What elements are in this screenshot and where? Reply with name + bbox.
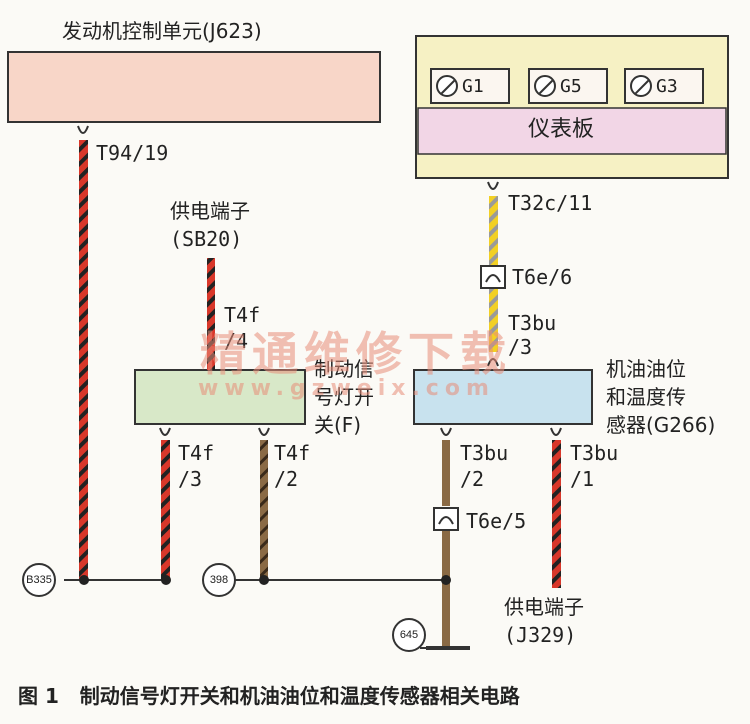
node-b335: B335 [22,563,56,597]
wire-t6e5-ground [442,530,450,648]
pin-connector [440,427,452,436]
node-398: 398 [202,563,236,597]
pin-connector [487,181,499,190]
wire-t32c11 [489,196,498,266]
pin-t3bu-3-line1: T3bu [508,311,557,335]
gauge-dial-icon [436,75,458,97]
connector-t6e5-label: T6e/5 [466,509,527,533]
wire-t3bu2 [442,440,450,506]
instrument-panel-band [417,107,727,155]
pin-connector [159,427,171,436]
gauge-label: G5 [560,75,582,97]
node-645: 645 [392,618,426,652]
brake-switch-label-3: 关(F) [314,413,362,437]
pin-t3bu-2-line1: T3bu [460,441,509,465]
pin-t94-19: T94/19 [96,141,169,165]
gauge-g1: G1 [430,68,510,104]
pin-connector [258,427,270,436]
pin-t4f-3-line1: T4f [178,441,215,465]
pin-t4f-3-line2: /3 [178,467,203,491]
gauge-g3: G3 [624,68,704,104]
wire-t3bu1 [552,440,561,588]
figure-caption: 图 1 制动信号灯开关和机油油位和温度传感器相关电路 [18,684,520,708]
gauge-dial-icon [534,75,556,97]
inline-connector-t6e6 [480,265,506,289]
junction-dot [79,575,89,585]
connector-t6e6-label: T6e/6 [512,265,573,289]
gauge-label: G3 [656,75,678,97]
wire-t4f3 [161,440,170,580]
sensor-box [413,369,593,425]
ecu-box [7,51,381,123]
power-sb20-label-2: (SB20) [170,227,243,251]
brake-switch-label-1: 制动信 [314,357,374,381]
brake-switch-label-2: 号灯开 [314,385,374,409]
brake-switch-box [134,369,306,425]
gauge-dial-icon [630,75,652,97]
power-sb20-label-1: 供电端子 [170,199,250,223]
pin-connector [77,125,89,134]
junction-dot [161,575,171,585]
wire-t4f2 [260,440,268,580]
instrument-panel-label: 仪表板 [528,117,595,142]
sensor-label-3: 感器(G266) [606,413,716,437]
instrument-panel-box [415,35,729,179]
pin-t32c-11: T32c/11 [508,191,593,215]
pin-connector [487,358,499,367]
inline-connector-t6e5 [433,507,459,531]
wire-sb20 [207,258,215,370]
sensor-label-2: 和温度传 [606,385,686,409]
junction-dot [259,575,269,585]
gauge-label: G1 [462,75,484,97]
sensor-label-1: 机油油位 [606,357,686,381]
pin-t4f-4-line2: /4 [224,329,249,353]
wire-ecu-b335 [79,140,88,580]
pin-t4f-2-line2: /2 [274,467,299,491]
pin-t4f-4-line1: T4f [224,303,261,327]
power-j329-label-2: (J329) [504,623,577,647]
pin-t3bu-3-line2: /3 [508,335,533,359]
pin-t3bu-2-line2: /2 [460,467,485,491]
pin-t3bu-1-line1: T3bu [570,441,619,465]
junction-dot [441,575,451,585]
pin-connector [550,427,562,436]
gauge-g5: G5 [528,68,608,104]
wire-t6e6-t3bu3 [489,288,498,352]
power-j329-label-1: 供电端子 [504,595,584,619]
ecu-title: 发动机控制单元(J623) [62,19,262,43]
pin-t3bu-1-line2: /1 [570,467,595,491]
pin-t4f-2-line1: T4f [274,441,311,465]
